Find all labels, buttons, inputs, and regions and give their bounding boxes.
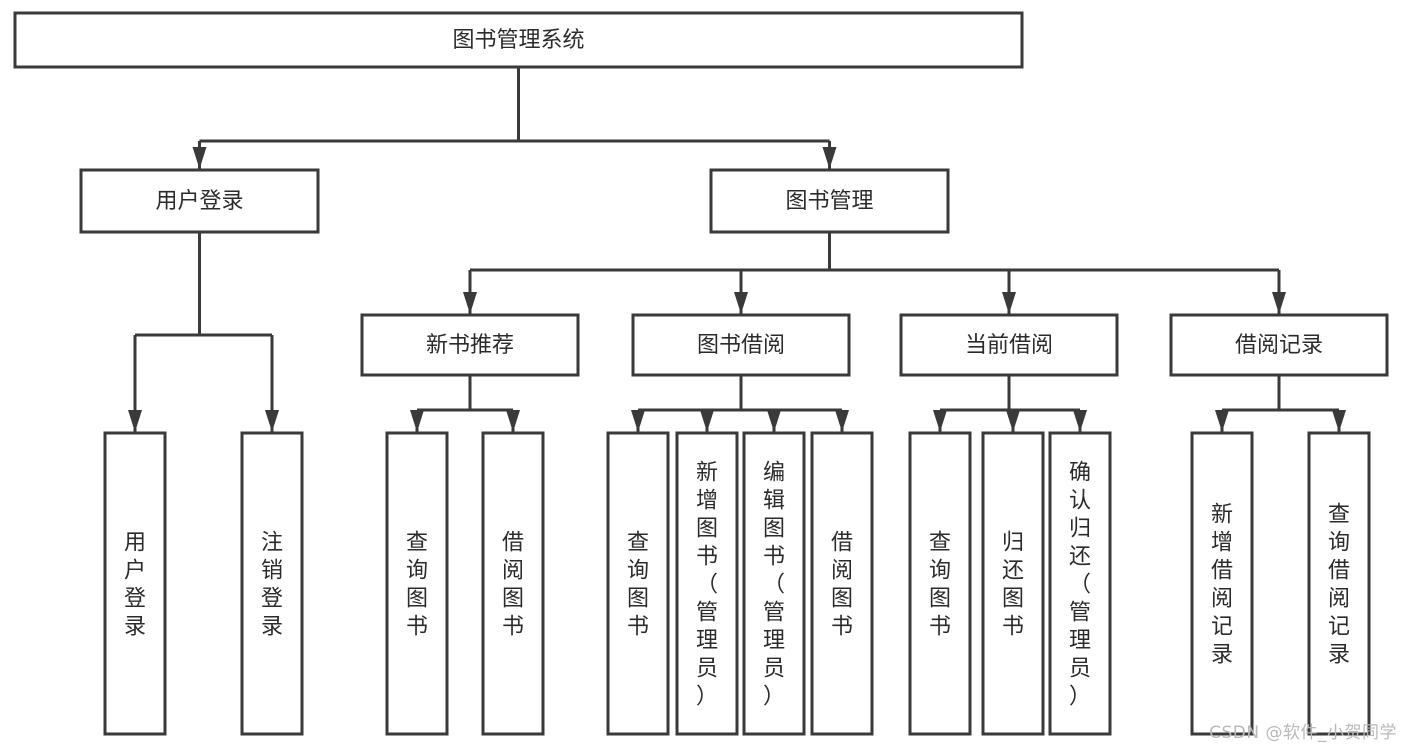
arrow-head-icon-new-book-recommend — [463, 292, 477, 314]
node-leaf-user-login-box — [103, 431, 167, 736]
node-leaf-edit-book-admin-box — [742, 431, 806, 736]
node-leaf-return-book[interactable]: 归还图书 — [981, 431, 1045, 736]
node-leaf-query-book-3-label: 查询图书 — [929, 530, 951, 639]
arrow-head-icon-book-management — [822, 147, 837, 169]
node-leaf-borrow-book-2-label: 借阅图书 — [831, 530, 853, 639]
arrow-head-icon-book-borrow — [734, 292, 748, 314]
arrow-head-icon-leaf-query-borrow-record — [1332, 410, 1346, 432]
node-leaf-add-borrow-record[interactable]: 新增借阅记录 — [1190, 431, 1254, 736]
node-leaf-confirm-return-admin[interactable]: 确认归还（管理员） — [1048, 431, 1112, 736]
node-borrow-records-label: 借阅记录 — [1235, 333, 1323, 358]
node-leaf-confirm-return-admin-label: 确认归还（管理员） — [1069, 460, 1091, 709]
arrow-head-icon-leaf-query-book-1 — [410, 410, 424, 432]
arrow-head-icon-leaf-user-logout — [265, 410, 279, 432]
boxes-layer: 图书管理系统用户登录图书管理新书推荐图书借阅当前借阅借阅记录用户登录注销登录查询… — [13, 11, 1389, 736]
node-leaf-confirm-return-admin-box — [1048, 431, 1112, 736]
arrow-head-icon-leaf-edit-book-admin — [767, 410, 781, 432]
node-leaf-user-logout-label: 注销登录 — [261, 530, 283, 639]
arrow-head-icon-leaf-return-book — [1006, 410, 1020, 432]
node-leaf-query-book-3[interactable]: 查询图书 — [908, 431, 972, 736]
node-new-book-recommend-box — [360, 313, 580, 377]
node-user-login[interactable]: 用户登录 — [79, 168, 320, 234]
arrow-head-icon-leaf-add-borrow-record — [1215, 410, 1229, 432]
node-leaf-query-book-3-box — [908, 431, 972, 736]
node-new-book-recommend-label: 新书推荐 — [426, 333, 514, 358]
node-leaf-add-book-admin[interactable]: 新增图书（管理员） — [675, 431, 739, 736]
node-leaf-return-book-label: 归还图书 — [1002, 530, 1024, 639]
node-leaf-borrow-book-2-box — [810, 431, 874, 736]
node-leaf-query-book-2-label: 查询图书 — [627, 530, 649, 639]
node-leaf-query-borrow-record-box — [1307, 431, 1371, 736]
arrow-head-icon-current-borrow — [1002, 292, 1016, 314]
node-current-borrow-label: 当前借阅 — [965, 333, 1053, 358]
node-leaf-add-book-admin-label: 新增图书（管理员） — [696, 460, 718, 709]
node-book-management[interactable]: 图书管理 — [709, 168, 950, 234]
node-leaf-add-borrow-record-box — [1190, 431, 1254, 736]
arrow-head-icon-leaf-borrow-book-2 — [835, 410, 849, 432]
node-borrow-records[interactable]: 借阅记录 — [1169, 313, 1389, 377]
arrow-head-icon-leaf-borrow-book-1 — [506, 410, 520, 432]
node-leaf-user-login[interactable]: 用户登录 — [103, 431, 167, 736]
node-leaf-user-login-label: 用户登录 — [124, 530, 146, 639]
node-leaf-query-borrow-record[interactable]: 查询借阅记录 — [1307, 431, 1371, 736]
arrow-head-icon-leaf-user-login — [128, 410, 142, 432]
arrow-head-icon-leaf-query-book-3 — [933, 410, 947, 432]
node-user-login-box — [79, 168, 320, 234]
node-leaf-user-logout-box — [240, 431, 304, 736]
node-borrow-records-box — [1169, 313, 1389, 377]
node-book-management-label: 图书管理 — [785, 189, 873, 214]
node-leaf-borrow-book-2[interactable]: 借阅图书 — [810, 431, 874, 736]
arrow-head-icon-user-login — [192, 147, 207, 169]
node-leaf-add-book-admin-box — [675, 431, 739, 736]
node-leaf-user-logout[interactable]: 注销登录 — [240, 431, 304, 736]
arrow-head-icon-leaf-add-book-admin — [700, 410, 714, 432]
node-leaf-query-book-1[interactable]: 查询图书 — [385, 431, 449, 736]
node-leaf-query-book-2[interactable]: 查询图书 — [606, 431, 670, 736]
node-user-login-label: 用户登录 — [155, 189, 243, 214]
arrow-head-icon-leaf-confirm-return-admin — [1073, 410, 1087, 432]
node-leaf-edit-book-admin[interactable]: 编辑图书（管理员） — [742, 431, 806, 736]
node-leaf-borrow-book-1-label: 借阅图书 — [502, 530, 524, 639]
csdn-watermark: CSDN @软件_小贺同学 — [1209, 723, 1397, 743]
node-book-borrow-label: 图书借阅 — [697, 333, 785, 358]
node-leaf-borrow-book-1[interactable]: 借阅图书 — [481, 431, 545, 736]
node-leaf-query-book-1-box — [385, 431, 449, 736]
node-current-borrow-box — [899, 313, 1119, 377]
node-book-management-box — [709, 168, 950, 234]
node-leaf-return-book-box — [981, 431, 1045, 736]
node-leaf-borrow-book-1-box — [481, 431, 545, 736]
arrow-head-icon-leaf-query-book-2 — [631, 410, 645, 432]
node-root-label: 图书管理系统 — [452, 28, 584, 53]
node-book-borrow[interactable]: 图书借阅 — [631, 313, 851, 377]
arrow-head-icon-borrow-records — [1272, 292, 1286, 314]
connectors-layer — [128, 67, 1346, 432]
node-leaf-query-borrow-record-label: 查询借阅记录 — [1328, 502, 1350, 667]
node-leaf-add-borrow-record-label: 新增借阅记录 — [1211, 502, 1233, 667]
node-root-box — [13, 11, 1024, 69]
node-new-book-recommend[interactable]: 新书推荐 — [360, 313, 580, 377]
node-book-borrow-box — [631, 313, 851, 377]
node-root[interactable]: 图书管理系统 — [13, 11, 1024, 69]
node-current-borrow[interactable]: 当前借阅 — [899, 313, 1119, 377]
node-leaf-query-book-1-label: 查询图书 — [406, 530, 428, 639]
node-leaf-edit-book-admin-label: 编辑图书（管理员） — [763, 460, 785, 709]
node-leaf-query-book-2-box — [606, 431, 670, 736]
